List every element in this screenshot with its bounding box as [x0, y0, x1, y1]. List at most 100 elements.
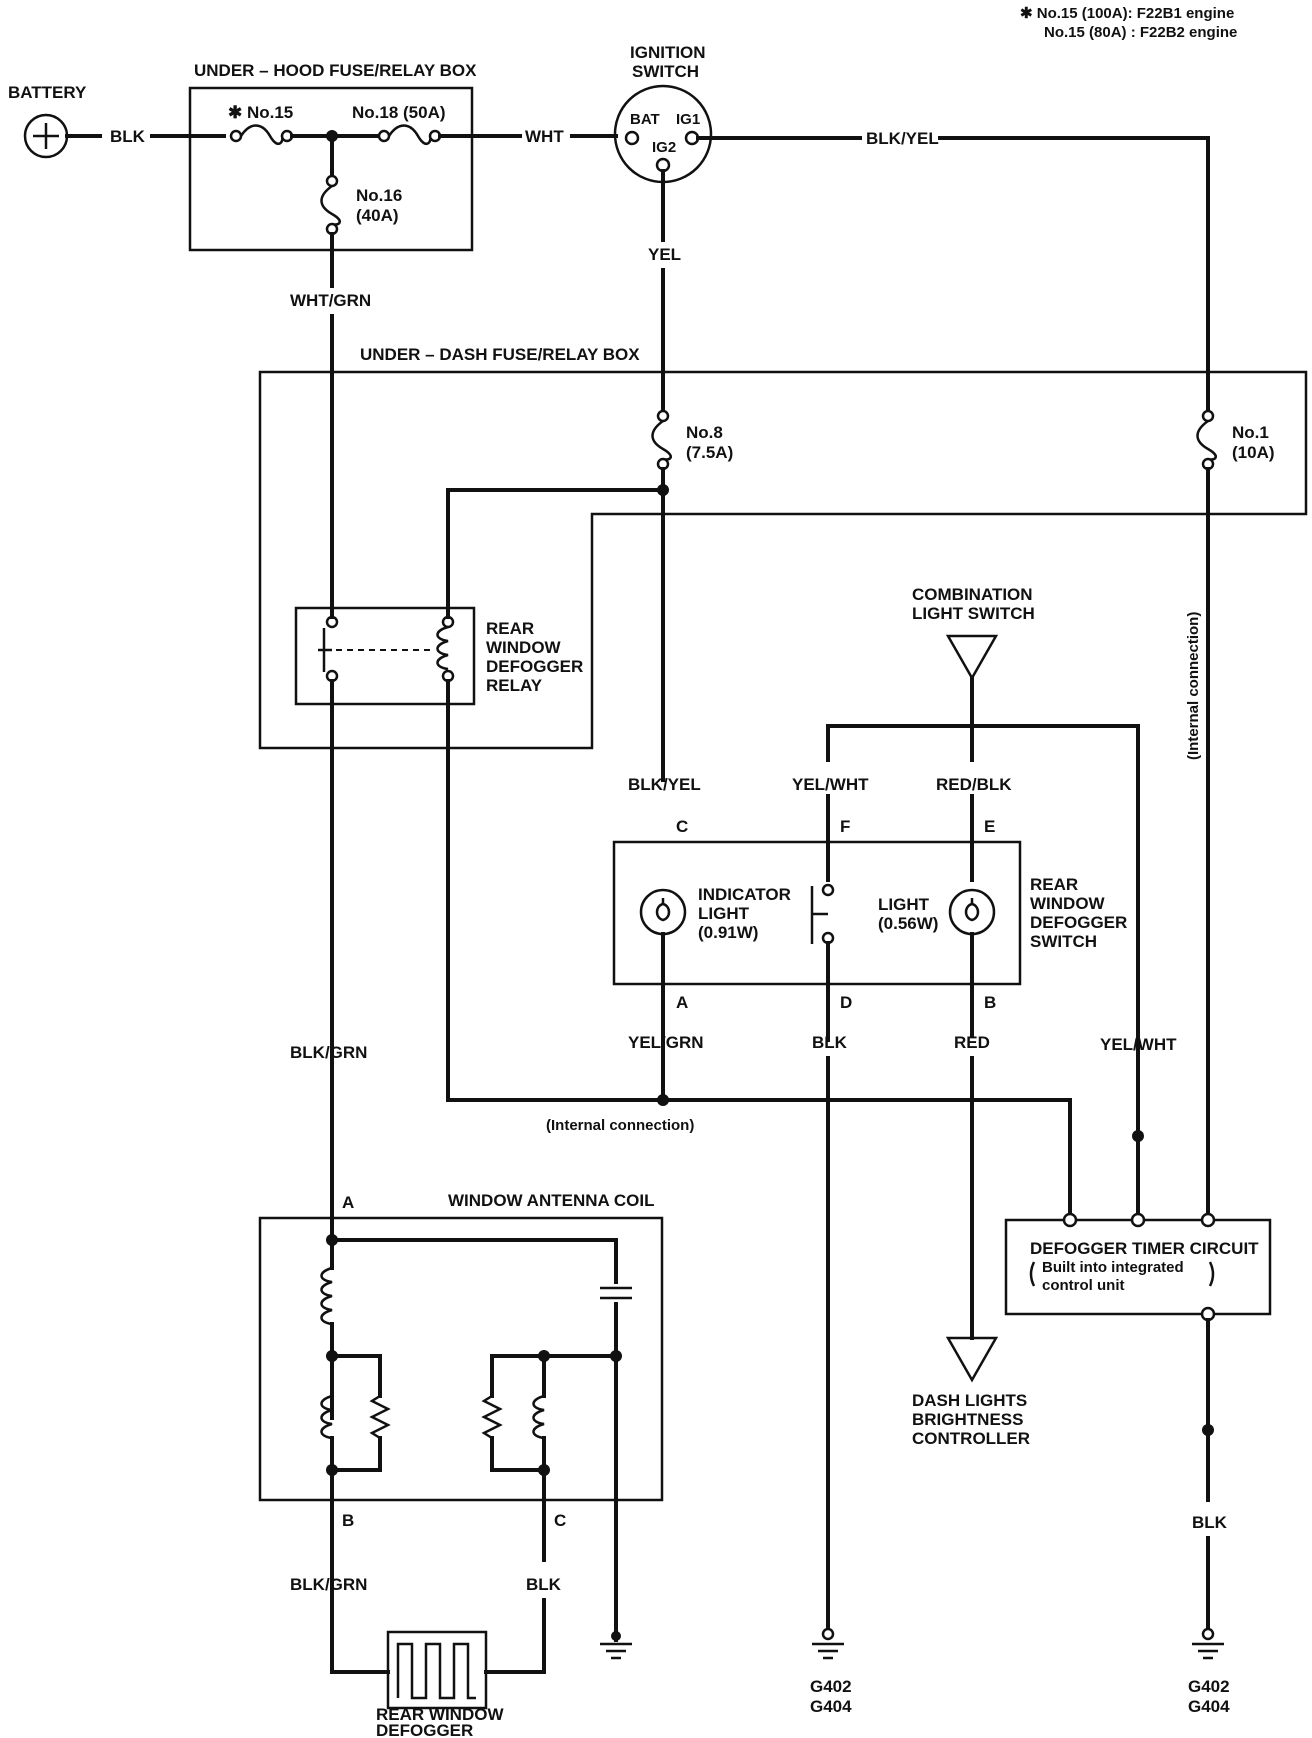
pin-e-label: E	[984, 817, 995, 836]
fuse-no18-label: No.18 (50A)	[352, 103, 446, 122]
junction-internal	[657, 1094, 669, 1106]
timer-label-1: DEFOGGER TIMER CIRCUIT	[1030, 1239, 1259, 1258]
pin-d-label: D	[840, 993, 852, 1012]
timer-paren-right	[1208, 1261, 1215, 1287]
light-label-a: LIGHT	[878, 895, 930, 914]
wire-right-pair-top	[490, 1354, 618, 1398]
switch-name-3: DEFOGGER	[1030, 913, 1127, 932]
relay-label-1: REAR	[486, 619, 534, 638]
wire-left-resistor-bottom	[330, 1436, 382, 1472]
defogger-switch-box	[612, 840, 1022, 986]
fuse-no8	[651, 409, 672, 471]
ground-right-label-a: G402	[1188, 1677, 1230, 1696]
antenna-coil-box	[258, 1216, 664, 1502]
combination-switch-label-2: LIGHT SWITCH	[912, 604, 1035, 623]
timer-terminal-1	[1062, 1212, 1078, 1228]
underdash-box-title: UNDER – DASH FUSE/RELAY BOX	[360, 345, 640, 364]
antenna-pin-b: B	[342, 1511, 354, 1530]
timer-terminal-2	[1130, 1212, 1146, 1228]
note-line-1: ✱ No.15 (100A): F22B1 engine	[1020, 5, 1234, 22]
wire-yel-wht-loop	[826, 724, 1140, 1216]
fuse-no1-label-b: (10A)	[1232, 443, 1275, 462]
wire-to-relay-coil	[446, 488, 665, 602]
coil-right-inductor	[532, 1394, 545, 1440]
battery-symbol	[23, 113, 69, 159]
left-resistor	[369, 1394, 391, 1440]
dash-controller-label-1: DASH LIGHTS	[912, 1391, 1027, 1410]
wire-label-blk-yel-top: BLK/YEL	[866, 129, 939, 148]
pin-b-label: B	[984, 993, 996, 1012]
indicator-label-c: (0.91W)	[698, 923, 758, 942]
indicator-lamp	[639, 888, 687, 936]
timer-terminal-3	[1200, 1212, 1216, 1228]
switch-name-1: REAR	[1030, 875, 1078, 894]
wire-label-blk-grn: BLK/GRN	[290, 1043, 367, 1062]
ignition-bat-label: BAT	[630, 111, 660, 128]
underhood-box-title: UNDER – HOOD FUSE/RELAY BOX	[194, 61, 477, 80]
indicator-label-a: INDICATOR	[698, 885, 791, 904]
wire-to-defogger-left	[330, 1618, 390, 1674]
antenna-coil-title: WINDOW ANTENNA COIL	[448, 1191, 655, 1210]
wire-label-wht: WHT	[525, 127, 564, 146]
wire-label-yel-grn: YEL/GRN	[628, 1033, 704, 1052]
pin-c-label: C	[676, 817, 688, 836]
fuse-no15-label: ✱ No.15	[228, 103, 293, 122]
timer-label-3: control unit	[1042, 1277, 1125, 1294]
wire-label-red: RED	[954, 1033, 990, 1052]
ignition-ig1-label: IG1	[676, 111, 700, 128]
ground-symbol-coil	[600, 1642, 632, 1660]
ignition-title-a: IGNITION	[630, 43, 706, 62]
relay-label-3: DEFOGGER	[486, 657, 583, 676]
relay-contact-switch	[318, 615, 339, 683]
dash-controller-label-2: BRIGHTNESS	[912, 1410, 1023, 1429]
fuse-no1	[1196, 409, 1217, 471]
dash-controller-arrow	[945, 1336, 999, 1383]
fuse-no8-label-b: (7.5A)	[686, 443, 733, 462]
fuse-no18	[377, 124, 442, 145]
wire-label-yel: YEL	[648, 245, 681, 264]
switch-name-4: SWITCH	[1030, 932, 1097, 951]
internal-connection-side: (Internal connection)	[1185, 612, 1202, 760]
wire-label-blk-c: BLK	[526, 1575, 562, 1594]
coil-upper-inductor	[320, 1266, 333, 1326]
coil-left-inductor	[320, 1394, 333, 1440]
fuse-no16-label-b: (40A)	[356, 206, 399, 225]
relay-label-2: WINDOW	[486, 638, 562, 657]
wire-to-capacitor	[330, 1238, 618, 1284]
wire-right-pair-bottom	[490, 1436, 546, 1472]
combination-switch-label-1: COMBINATION	[912, 585, 1033, 604]
battery-label: BATTERY	[8, 83, 87, 102]
relay-label-4: RELAY	[486, 676, 543, 695]
ground-right-label-b: G404	[1188, 1697, 1230, 1716]
indicator-label-b: LIGHT	[698, 904, 750, 923]
fuse-no15	[229, 124, 294, 145]
defogger-push-switch	[810, 883, 835, 945]
wire-coil-out-to-timer	[446, 679, 1072, 1216]
ignition-ig2-label: IG2	[652, 139, 676, 156]
ground-mid-label-a: G402	[810, 1677, 852, 1696]
antenna-pin-a: A	[342, 1193, 354, 1212]
wire-label-red-blk: RED/BLK	[936, 775, 1012, 794]
right-resistor	[481, 1394, 503, 1440]
fuse-no16-label-a: No.16	[356, 186, 402, 205]
switch-light-lamp	[948, 888, 996, 936]
junction-timer-ground	[1202, 1424, 1214, 1436]
switch-name-2: WINDOW	[1030, 894, 1106, 913]
antenna-pin-c: C	[554, 1511, 566, 1530]
light-label-b: (0.56W)	[878, 914, 938, 933]
ground-symbol-right	[1192, 1627, 1224, 1660]
fuse-no8-label-a: No.8	[686, 423, 723, 442]
timer-label-2: Built into integrated	[1042, 1259, 1184, 1276]
wire-label-blk-battery: BLK	[110, 127, 146, 146]
fuse-no1-label-a: No.1	[1232, 423, 1269, 442]
ground-mid-label-b: G404	[810, 1697, 852, 1716]
wire-label-blk-grn-lower: BLK/GRN	[290, 1575, 367, 1594]
timer-paren-left	[1029, 1261, 1036, 1287]
fuse-no16	[320, 174, 341, 236]
underdash-fuse-relay-box	[258, 370, 1308, 750]
defogger-relay-box	[294, 606, 476, 706]
wire-label-blk-d: BLK	[812, 1033, 848, 1052]
pin-a-label: A	[676, 993, 688, 1012]
ground-node-capacitor	[611, 1631, 621, 1641]
